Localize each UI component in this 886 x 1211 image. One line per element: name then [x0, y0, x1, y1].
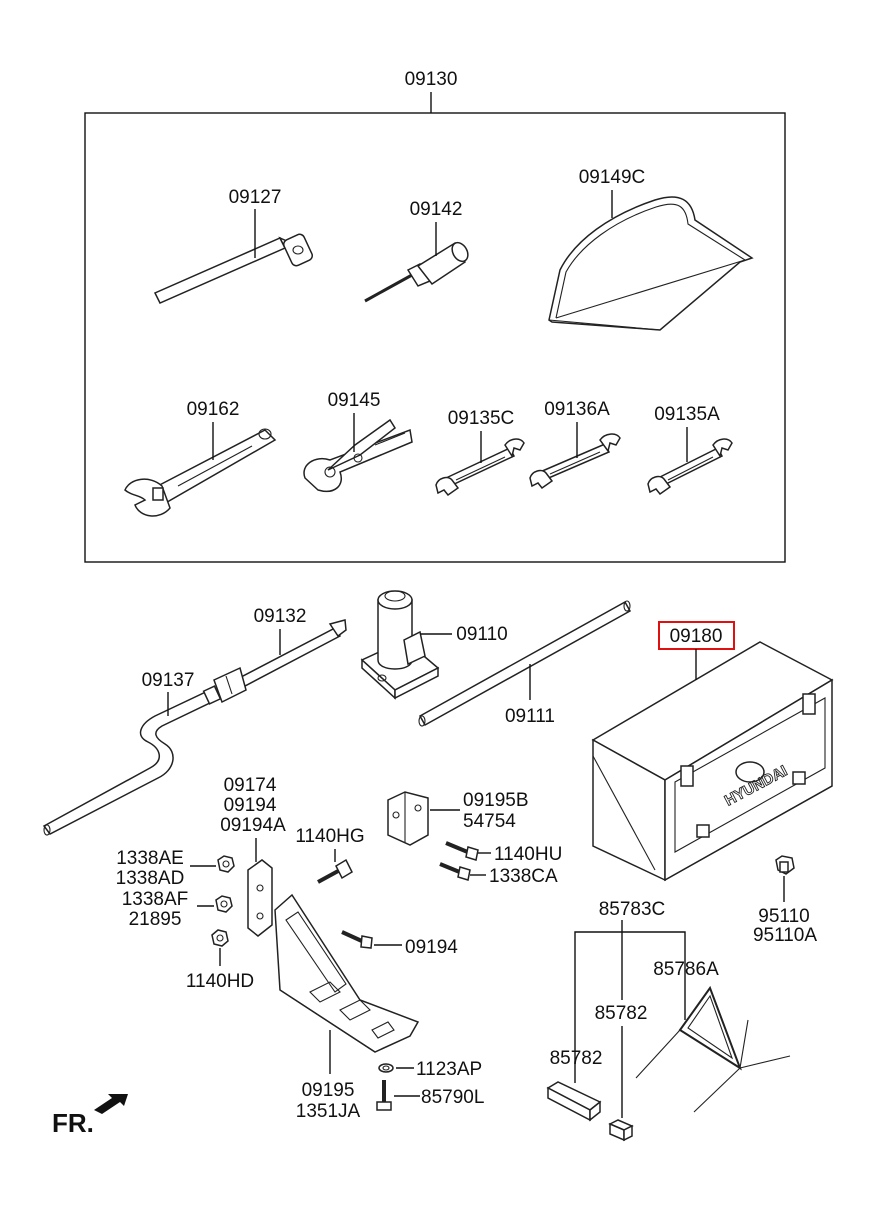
small-bracket-part[interactable] — [387, 791, 429, 846]
part-label-09135A[interactable]: 09135A — [654, 404, 720, 425]
part-label-1338CA[interactable]: 1338AE — [116, 848, 184, 869]
part-label-09180[interactable]: 09180 — [670, 626, 723, 647]
part-label-1338AD[interactable]: 1338AF — [122, 889, 189, 910]
part-label-09195A[interactable]: 09195B — [463, 790, 529, 811]
tool-set-box — [84, 112, 786, 563]
part-label-85783C[interactable]: 85786A — [653, 959, 719, 980]
part-label-1338AF[interactable]: 21895 — [129, 909, 182, 930]
nut-1338CA-part[interactable] — [217, 855, 235, 873]
mounting-plate-part[interactable] — [247, 859, 273, 937]
nut-1338AD-part[interactable] — [215, 895, 233, 913]
part-label-09195B[interactable]: 54754 — [463, 811, 516, 832]
part-label-09194-lower[interactable]: 09195 — [302, 1080, 355, 1101]
part-label-1351JA[interactable]: 1123AP — [416, 1059, 482, 1080]
bolt-54754-part[interactable] — [317, 858, 353, 884]
leader-line — [574, 931, 686, 1083]
part-label-09135C[interactable]: 09135C — [448, 408, 515, 429]
part-label-09111[interactable]: 09111 — [505, 706, 555, 727]
part-label-1338AE[interactable]: 1338AD — [116, 868, 185, 889]
part-label-09194[interactable]: 09194 — [224, 795, 277, 816]
part-label-09174[interactable]: 09174 — [224, 775, 277, 796]
tool-box-part[interactable]: HYUNDAI — [591, 641, 834, 882]
weight-85786A-part[interactable] — [608, 1119, 634, 1142]
part-label-85786A[interactable]: 85782 — [595, 1003, 648, 1024]
part-label-09142[interactable]: 09142 — [410, 199, 463, 220]
part-label-54754[interactable]: 1140HG — [295, 826, 364, 847]
warning-triangle-part[interactable] — [635, 985, 791, 1113]
bolt-1140HG-part[interactable] — [445, 841, 479, 861]
adjustable-wrench-part[interactable] — [124, 428, 277, 517]
part-label-09137[interactable]: 09137 — [142, 670, 195, 691]
part-label-09194A[interactable]: 09194A — [220, 815, 286, 836]
extension-bar-part[interactable] — [213, 619, 347, 704]
washer-1351JA-part[interactable] — [378, 1063, 394, 1073]
wheel-nut-wrench-part[interactable] — [153, 233, 314, 304]
case-85782-part[interactable] — [546, 1081, 602, 1122]
screwdriver-part[interactable] — [364, 240, 471, 303]
tool-set-label[interactable]: 09130 — [405, 69, 458, 90]
jack-bracket-part[interactable] — [274, 893, 420, 1053]
pliers-part[interactable] — [303, 418, 413, 492]
part-label-95110[interactable]: 95110 — [758, 906, 809, 927]
front-direction-label: FR. — [52, 1108, 94, 1138]
bolt-1123AP-part[interactable] — [376, 1080, 392, 1111]
crank-handle-part[interactable] — [42, 685, 222, 836]
front-arrow-icon — [94, 1094, 128, 1114]
part-label-21895[interactable]: 1140HD — [186, 971, 254, 992]
bulb-95110-part[interactable] — [775, 855, 795, 875]
bolt-1140HU-part[interactable] — [439, 862, 471, 881]
part-label-1123AP[interactable]: 85790L — [421, 1087, 484, 1108]
bolt-1140HD-part[interactable] — [341, 930, 373, 949]
part-label-09110[interactable]: 09110 — [456, 624, 507, 645]
part-label-09162[interactable]: 09162 — [187, 399, 240, 420]
part-label-85782-visible[interactable]: 85782 — [550, 1048, 603, 1069]
spanner-09135C-part[interactable] — [435, 438, 525, 497]
tool-bag-part[interactable] — [548, 196, 754, 331]
part-label-95110A[interactable]: 95110A — [753, 925, 817, 946]
part-label-1140HD[interactable]: 09194 — [405, 937, 458, 958]
part-label-85790L[interactable]: 85783C — [599, 899, 666, 920]
spanner-09136A-part[interactable] — [529, 433, 621, 490]
bottle-jack-part[interactable] — [360, 590, 440, 700]
part-label-09127[interactable]: 09127 — [229, 187, 282, 208]
jack-handle-bar-part[interactable] — [418, 600, 632, 727]
spanner-09135A-part[interactable] — [647, 438, 733, 496]
part-label-09136A[interactable]: 09136A — [544, 399, 610, 420]
part-label-09195[interactable]: 1351JA — [296, 1101, 361, 1122]
part-label-09132[interactable]: 09132 — [254, 606, 307, 627]
part-label-09145[interactable]: 09145 — [328, 390, 381, 411]
part-label-09149C[interactable]: 09149C — [579, 167, 646, 188]
nut-21895-part[interactable] — [211, 929, 229, 947]
part-label-1140HU[interactable]: 1338CA — [489, 866, 558, 887]
part-label-1140HG[interactable]: 1140HU — [494, 844, 562, 865]
